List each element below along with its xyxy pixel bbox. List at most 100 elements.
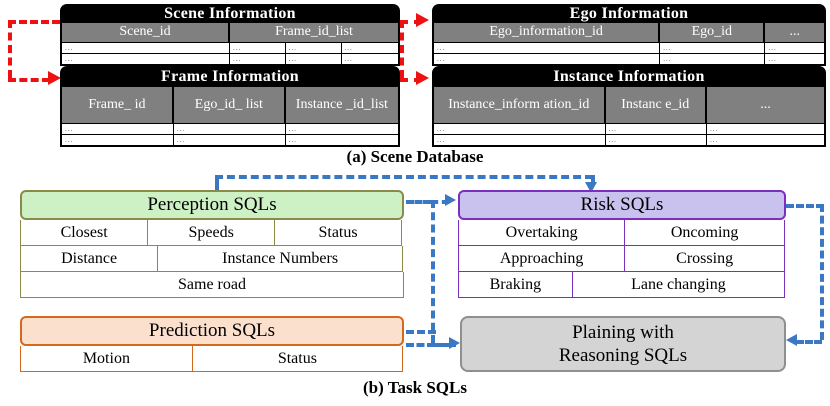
table-cell: ... [434, 54, 661, 64]
red-arrow-into-frame-information [48, 71, 61, 85]
table-cell: ... [768, 55, 777, 63]
table-header-instance-information: Instance_inform ation_id Instanc e_id ..… [432, 87, 826, 123]
table-cell: ... [286, 43, 342, 53]
planning-title: Plaining with Reasoning SQLs [559, 321, 687, 367]
sql-item-crossing[interactable]: Crossing [624, 246, 785, 272]
column-header-instance-id: Instanc e_id [605, 87, 707, 123]
table-cell: ... [344, 44, 353, 52]
table-row: ... ... ... [432, 134, 826, 147]
group-title-prediction-sqls: Prediction SQLs [20, 316, 404, 346]
caption-task-sqls: (b) Task SQLs [363, 378, 467, 397]
red-connector-right-vertical [400, 20, 404, 78]
red-connector-frame-left-bottom [8, 78, 50, 82]
column-header-instance-information-id: Instance_inform ation_id [434, 87, 606, 123]
table-row: ... ... ... ... [60, 53, 400, 66]
table-header-frame-information: Frame_ id Ego_id_ list Instance _id_list [60, 87, 400, 123]
table-cell: ... [230, 43, 286, 53]
sql-item-motion[interactable]: Motion [20, 346, 193, 372]
table-cell: ... [174, 135, 286, 145]
blue-arrow-into-planning-right [786, 334, 797, 346]
blue-connector-to-risk [591, 175, 595, 183]
red-connector-scene-left-top [8, 20, 60, 24]
table-instance-information: Instance Information Instance_inform ati… [432, 66, 826, 147]
table-cell: ... [230, 54, 286, 64]
table-cell: ... [288, 125, 297, 133]
group-perception-sqls: Perception SQLs Closest Speeds Status Di… [20, 190, 404, 298]
red-connector-instance-right-bottom [400, 78, 422, 82]
table-cell: ... [660, 54, 766, 64]
table-title-scene-information: Scene Information [60, 4, 400, 23]
table-header-ego-information: Ego_information_id Ego_id ... [432, 23, 826, 42]
column-header-ego-id: Ego_id [660, 23, 766, 42]
red-connector-left-vertical [8, 20, 12, 78]
column-header-ego-information-id: Ego_information_id [434, 23, 661, 42]
group-prediction-sqls: Prediction SQLs Motion Status [20, 316, 404, 372]
group-rows-prediction-sqls: Motion Status [20, 346, 404, 372]
table-cell: ... [606, 135, 707, 145]
table-cell: ... [768, 44, 777, 52]
table-cell: ... [434, 135, 606, 145]
table-row: ... ... ... [60, 134, 400, 147]
red-arrow-into-instance-information [416, 71, 429, 85]
table-title-frame-information: Frame Information [60, 66, 400, 87]
table-cell: ... [434, 124, 606, 134]
table-ego-information: Ego Information Ego_information_id Ego_i… [432, 4, 826, 66]
sql-item-approaching[interactable]: Approaching [458, 246, 626, 272]
table-row: ... ... ... [432, 53, 826, 66]
group-risk-sqls: Risk SQLs Overtaking Oncoming Approachin… [458, 190, 786, 298]
red-connector-scene-right-top [400, 20, 422, 24]
sql-item-status[interactable]: Status [274, 220, 402, 246]
group-row: Closest Speeds Status [20, 220, 404, 246]
blue-connector-middle-vertical [431, 200, 435, 343]
table-title-ego-information: Ego Information [432, 4, 826, 23]
sql-item-status[interactable]: Status [191, 346, 403, 372]
sql-item-instance-numbers[interactable]: Instance Numbers [157, 246, 403, 272]
table-cell: ... [62, 135, 174, 145]
table-cell: ... [62, 124, 174, 134]
group-row: Braking Lane changing [458, 272, 786, 298]
sql-item-same-road[interactable]: Same road [20, 272, 404, 298]
caption-scene-database: (a) Scene Database [346, 147, 484, 166]
sql-item-braking[interactable]: Braking [458, 272, 573, 298]
group-title-risk-sqls: Risk SQLs [458, 190, 786, 220]
table-cell: ... [62, 54, 230, 64]
blue-connector-right-to-planning [796, 340, 822, 344]
blue-connector-to-perception [215, 175, 219, 190]
group-row: Same road [20, 272, 404, 298]
column-header-scene-id: Scene_id [62, 23, 230, 42]
group-title-perception-sqls: Perception SQLs [20, 190, 404, 220]
sql-item-closest[interactable]: Closest [20, 220, 149, 246]
sql-item-distance[interactable]: Distance [20, 246, 159, 272]
blue-connector-top-horizontal [215, 175, 593, 179]
table-cell: ... [709, 136, 719, 144]
table-title-instance-information: Instance Information [432, 66, 826, 87]
table-cell: ... [174, 124, 286, 134]
table-row: ... ... ... [60, 123, 400, 134]
blue-connector-risk-right [786, 204, 824, 208]
table-cell: ... [606, 124, 707, 134]
table-row: ... ... ... ... [60, 42, 400, 53]
red-arrow-into-ego-information [416, 13, 429, 27]
sql-item-overtaking[interactable]: Overtaking [458, 220, 626, 246]
blue-arrow-into-risk-sqls [585, 182, 597, 193]
blue-connector-right-vertical [820, 204, 824, 340]
group-rows-risk-sqls: Overtaking Oncoming Approaching Crossing… [458, 220, 786, 298]
planning-title-line2: Reasoning SQLs [558, 345, 688, 366]
column-header-ellipsis: ... [765, 23, 824, 42]
column-header-frame-id: Frame_ id [62, 87, 174, 123]
column-header-ellipsis: ... [706, 87, 824, 123]
group-rows-perception-sqls: Closest Speeds Status Distance Instance … [20, 220, 404, 298]
column-header-frame-id-list: Frame_id_list [230, 23, 398, 42]
blue-connector-prediction-upper-stub [406, 330, 436, 334]
sql-item-oncoming[interactable]: Oncoming [624, 220, 785, 246]
blue-connector-middle-to-risk [431, 200, 449, 204]
blue-connector-prediction-to-planning [406, 343, 456, 347]
sql-item-speeds[interactable]: Speeds [147, 220, 276, 246]
box-planning-with-reasoning-sqls: Plaining with Reasoning SQLs [460, 316, 786, 372]
blue-arrow-into-risk-sqls-left [445, 194, 456, 206]
sql-item-lane-changing[interactable]: Lane changing [571, 272, 785, 298]
table-cell: ... [660, 43, 766, 53]
table-cell: ... [709, 125, 719, 133]
group-row: Distance Instance Numbers [20, 246, 404, 272]
